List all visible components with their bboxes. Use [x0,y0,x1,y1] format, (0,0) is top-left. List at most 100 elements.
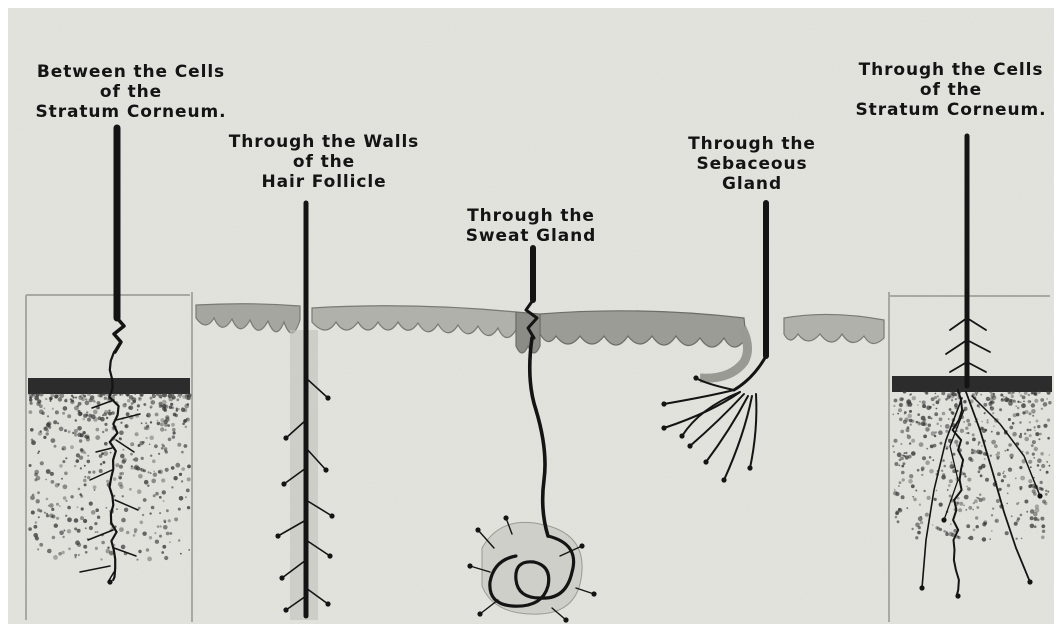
stipple-dot [945,424,950,429]
stipple-dot [913,498,917,502]
stipple-dot [909,410,912,413]
stipple-dot [1029,429,1031,431]
stipple-dot [93,485,97,489]
stipple-dot [95,435,100,440]
stipple-dot [87,418,91,422]
stipple-dot [37,399,41,403]
pathway-sweat-gland-tip [591,591,596,596]
stipple-dot [89,502,93,506]
stipple-dot [1007,484,1010,487]
stipple-dot [1016,413,1020,417]
stipple-dot [144,426,148,430]
stipple-dot [78,554,80,556]
stipple-dot [159,496,162,499]
stipple-dot [99,469,103,473]
stipple-dot [1021,538,1023,540]
stipple-dot [934,412,938,416]
stipple-dot [76,453,80,457]
stipple-dot [940,425,942,427]
stipple-dot [941,470,943,472]
stipple-dot [1003,471,1005,473]
stipple-dot [1007,493,1009,495]
stipple-dot [157,525,160,528]
stipple-dot [955,393,958,396]
stipple-dot [894,462,898,466]
stipple-dot [1018,502,1020,504]
stipple-dot [138,507,141,510]
stipple-dot [1019,421,1022,424]
stipple-dot [77,433,81,437]
stipple-dot [155,492,159,496]
stipple-dot [958,508,962,512]
stipple-dot [46,423,51,428]
stipple-dot [144,480,149,485]
stipple-dot [895,516,898,519]
stipple-dot [162,445,165,448]
stipple-dot [92,471,95,474]
stipple-dot [176,408,178,410]
stipple-dot [120,454,125,459]
stipple-dot [945,398,948,401]
stipple-dot [30,428,34,432]
stipple-dot [143,498,147,502]
stipple-dot [80,467,82,469]
stipple-dot [893,405,895,407]
stipple-dot [906,428,910,432]
stipple-dot [187,477,191,481]
stipple-dot [911,528,913,530]
stipple-dot [1034,393,1037,396]
stipple-dot [76,459,80,463]
stipple-dot [87,392,91,396]
stipple-dot [149,444,151,446]
stipple-dot [62,446,67,451]
stipple-dot [118,475,122,479]
stipple-dot [928,416,931,419]
stipple-dot [71,399,74,402]
stipple-dot [975,391,979,395]
stipple-dot [167,424,170,427]
stipple-dot [96,428,100,432]
stipple-dot [989,538,991,540]
stipple-dot [153,470,155,472]
stipple-dot [67,529,71,533]
stipple-dot [976,450,981,455]
stipple-dot [906,507,908,509]
stipple-dot [976,497,978,499]
stipple-dot [992,412,994,414]
stipple-dot [70,495,73,498]
right-stratum-band [892,376,1052,392]
stipple-dot [991,530,993,532]
stipple-dot [100,463,102,465]
stipple-dot [966,524,970,528]
stipple-dot [179,496,184,501]
stipple-dot [980,474,983,477]
stipple-dot [1004,398,1009,403]
stipple-dot [61,478,63,480]
stipple-dot [898,408,902,412]
stipple-dot [106,507,108,509]
stipple-dot [1023,401,1025,403]
stipple-dot [904,418,908,422]
stipple-dot [942,473,945,476]
stipple-dot [79,493,82,496]
stipple-dot [986,421,988,423]
stipple-dot [85,551,88,554]
stipple-dot [979,498,983,502]
stipple-dot [901,471,905,475]
stipple-dot [1008,401,1013,406]
stipple-dot [140,393,144,397]
stipple-dot [119,394,121,396]
stipple-dot [934,498,937,501]
stipple-dot [142,441,145,444]
stipple-dot [150,455,152,457]
stipple-dot [963,400,966,403]
stipple-dot [29,464,32,467]
stipple-dot [187,465,191,469]
stipple-dot [1049,465,1051,467]
stipple-dot [30,495,35,500]
stipple-dot [104,423,107,426]
stipple-dot [37,491,40,494]
stipple-dot [181,467,185,471]
stipple-dot [954,440,958,444]
